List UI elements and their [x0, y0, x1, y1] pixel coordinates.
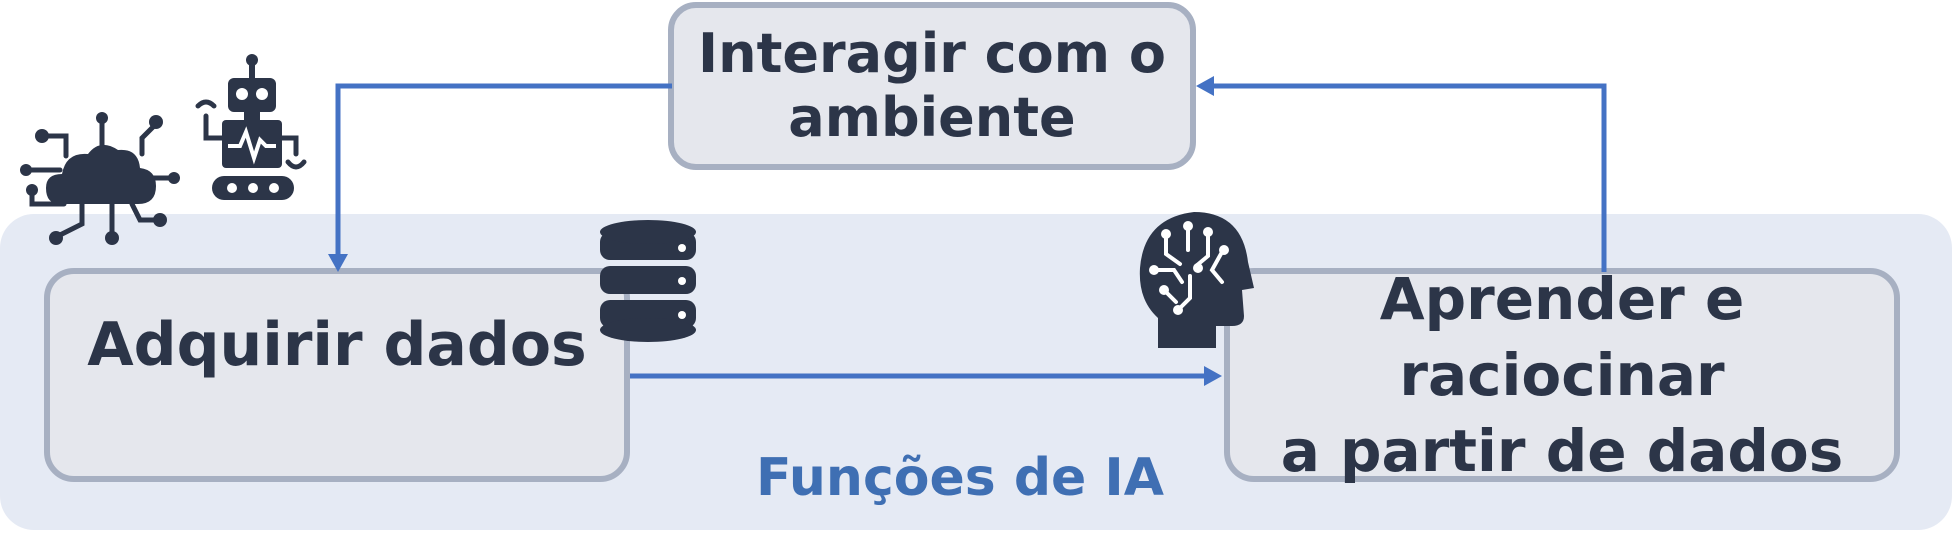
robot-icon [195, 54, 307, 200]
arrowhead-interact [1196, 76, 1214, 96]
cloud-network-icon [20, 112, 180, 245]
arrowhead-acquire [328, 254, 348, 272]
interact-environment-box: Interagir com o ambiente [668, 2, 1196, 170]
arrow-learn-to-interact [1210, 83, 1607, 272]
ai-head-icon [1139, 212, 1254, 348]
arrow-interact-to-acquire [335, 83, 672, 258]
interact-line-1: Interagir com o [698, 22, 1166, 85]
acquire-data-box: Adquirir dados [44, 268, 630, 482]
database-icon [600, 220, 696, 342]
learn-line-2: a partir de dados [1280, 417, 1844, 485]
learn-reason-box: Aprender e raciocinar a partir de dados [1224, 265, 1900, 485]
interact-line-2: ambiente [788, 86, 1076, 149]
learn-line-1: Aprender e raciocinar [1379, 265, 1745, 409]
acquire-label: Adquirir dados [87, 310, 587, 380]
region-label: Funções de IA [755, 448, 1165, 508]
arrowhead-learn [1204, 366, 1222, 386]
